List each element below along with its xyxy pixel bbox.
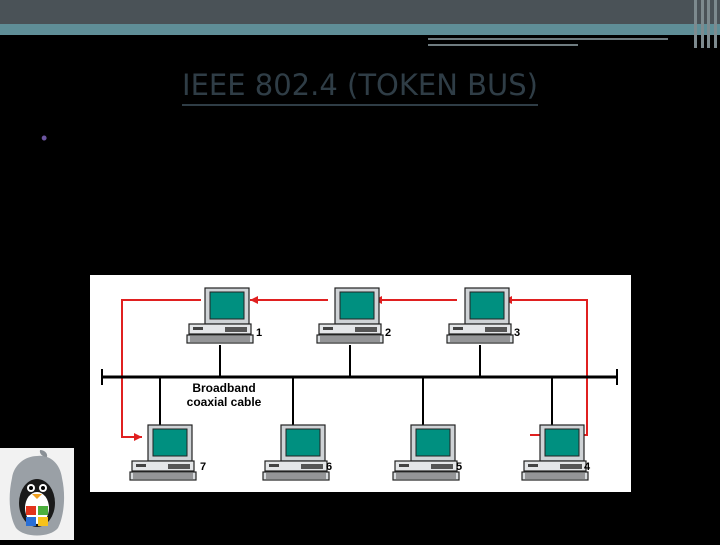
station-label-6: 6 bbox=[326, 461, 332, 473]
station-label-3: 3 bbox=[514, 327, 520, 339]
station-6 bbox=[262, 424, 330, 481]
header-line-2 bbox=[428, 44, 578, 46]
station-1 bbox=[186, 287, 254, 344]
header-bar bbox=[0, 0, 720, 24]
header-line-1 bbox=[428, 38, 668, 40]
bullet-point: • bbox=[41, 128, 48, 148]
cable-label-line2: coaxial cable bbox=[187, 395, 262, 409]
header-stripe bbox=[0, 24, 720, 35]
station-label-7: 7 bbox=[200, 461, 206, 473]
token-bus-diagram: 1 2 3 4 5 6 7 Broadband coaxial cable bbox=[90, 275, 631, 492]
station-label-4: 4 bbox=[584, 461, 591, 473]
slide-title: IEEE 802.4 (TOKEN BUS) bbox=[0, 68, 720, 106]
network-diagram-svg: 1 2 3 4 5 6 7 Broadband coaxial cable bbox=[101, 287, 618, 481]
station-4 bbox=[521, 424, 589, 481]
station-label-2: 2 bbox=[385, 327, 391, 339]
station-label-1: 1 bbox=[256, 327, 262, 339]
station-3 bbox=[446, 287, 514, 344]
station-7 bbox=[129, 424, 197, 481]
slide-title-text: IEEE 802.4 (TOKEN BUS) bbox=[182, 68, 538, 106]
penguin-apple-windows-logo bbox=[0, 448, 74, 540]
station-2 bbox=[316, 287, 384, 344]
corner-decoration bbox=[692, 0, 720, 48]
cable-label-line1: Broadband bbox=[192, 381, 255, 395]
station-5 bbox=[392, 424, 460, 481]
station-label-5: 5 bbox=[456, 461, 462, 473]
